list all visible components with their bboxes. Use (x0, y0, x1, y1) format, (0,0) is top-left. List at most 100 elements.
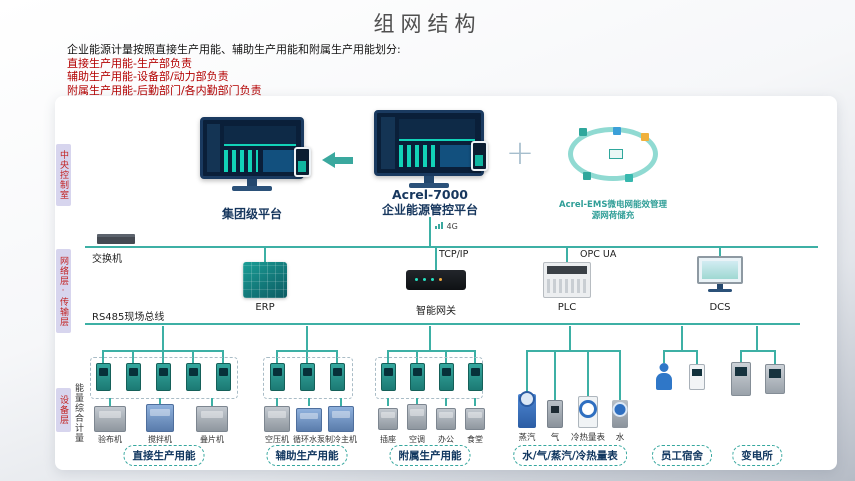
water-meter-icon (612, 400, 628, 428)
plc-drop-line (566, 248, 568, 262)
4g-signal-icon (441, 222, 443, 229)
group5-trunk-line (681, 326, 683, 350)
equipment-label: 循环水泵 (293, 435, 325, 444)
tcpip-label: TCP/IP (437, 249, 471, 260)
group2-label-box: 辅助生产用能 (266, 445, 348, 466)
meter-drop-line (526, 352, 528, 396)
equipment-drop-line (159, 398, 161, 406)
mobile-phone-icon (294, 147, 311, 177)
equipment-label: 叠片机 (200, 435, 224, 444)
group6-trunk-line (756, 326, 758, 350)
erp-label: ERP (255, 302, 275, 313)
ems-microgrid-loop-icon (568, 127, 658, 182)
energy-meter-icon (330, 363, 345, 391)
group5-connector-line (663, 350, 698, 352)
meter-drop-line (663, 352, 665, 363)
equipment-icon-circulating-pump (296, 408, 322, 432)
layer-label-device-layer: 设备层 (56, 388, 71, 432)
equipment-icon-fabric-inspector (94, 406, 126, 432)
ems-label-line1: Acrel-EMS微电网能效管理 (559, 200, 667, 210)
equipment-label: 验布机 (98, 435, 122, 444)
switch-device-icon (97, 234, 135, 244)
monitor-neck (717, 284, 723, 289)
plc-label: PLC (557, 302, 577, 313)
meter-type-label: 蒸汽 (518, 433, 536, 443)
heat-meter-icon (578, 396, 598, 428)
ethernet-bus-line (85, 246, 818, 248)
energy-meter-icon (96, 363, 111, 391)
equipment-label: 空调 (409, 435, 425, 444)
energy-meter-icon (410, 363, 425, 391)
monitor-neck (247, 179, 257, 186)
equipment-icon-air-compressor (264, 406, 290, 432)
equipment-label: 办公 (438, 435, 454, 444)
dcs-label: DCS (709, 302, 731, 313)
loop-node-icon (613, 127, 621, 135)
equipment-icon-stacker (196, 406, 228, 432)
layer-label-central-control-room: 中央控制室 (56, 144, 71, 206)
intro-line-3: 辅助生产用能-设备部/动力部负责 (67, 70, 229, 83)
erp-device-icon (243, 262, 287, 298)
substation-cabinet-icon (765, 364, 785, 394)
equipment-icon-socket (378, 408, 398, 430)
loop-node-icon (625, 174, 633, 182)
meter-type-label: 气 (550, 433, 560, 443)
meter-drop-line (774, 352, 776, 364)
energy-meter-icon (300, 363, 315, 391)
switch-label: 交换机 (92, 254, 122, 265)
gateway-device-icon (406, 270, 466, 290)
equipment-drop-line (308, 398, 310, 406)
group1-trunk-line (162, 326, 164, 350)
meter-drop-line (696, 352, 698, 364)
screen-barchart-graphic (399, 145, 435, 167)
steam-meter-icon (518, 394, 536, 428)
acrel-name-label: 企业能源管控平台 (381, 203, 478, 217)
layer-label-energy-metering: 能量综合计量 (73, 383, 83, 443)
4g-signal-icon (438, 224, 440, 229)
layer-label-network-transport: 网络层·传输层 (56, 249, 71, 333)
meter-drop-line (587, 352, 589, 398)
gateway-label: 智能网关 (416, 306, 456, 317)
meter-drop-line (740, 352, 742, 362)
equipment-drop-line (211, 398, 213, 406)
ems-label-line2: 源网荷储充 (591, 211, 635, 221)
page-title: 组网结构 (373, 12, 482, 36)
energy-meter-icon (468, 363, 483, 391)
equipment-drop-line (445, 398, 447, 406)
equipment-icon-chiller (328, 406, 354, 432)
monitor-base (708, 289, 732, 292)
equipment-label: 插座 (380, 435, 396, 444)
intro-line-1: 企业能源计量按照直接生产用能、辅助生产用能和附属生产用能划分: (67, 43, 401, 56)
equipment-icon-office (436, 408, 456, 430)
4g-tag: 4G (433, 222, 460, 231)
energy-meter-icon (126, 363, 141, 391)
screen-sidebar-graphic (207, 124, 220, 172)
equipment-drop-line (340, 398, 342, 406)
substation-cabinet-icon (731, 362, 751, 396)
group6-label-box: 变电所 (732, 445, 782, 466)
opcua-label: OPC UA (578, 249, 619, 260)
equipment-label: 搅拌机 (148, 435, 172, 444)
group1-connector-line (102, 350, 224, 352)
group-platform-label: 集团级平台 (221, 207, 282, 221)
equipment-drop-line (474, 398, 476, 406)
group1-label-box: 直接生产用能 (123, 445, 205, 466)
screen-panel-graphic (440, 145, 475, 167)
monitor-base (232, 186, 272, 191)
intro-line-4: 附属生产用能-后勤部门/各内勤部门负责 (67, 83, 262, 97)
group2-connector-line (276, 350, 338, 352)
rs485-bus-line (85, 323, 800, 325)
meter-type-label: 水 (615, 433, 625, 443)
equipment-label: 制冷主机 (325, 435, 357, 444)
group3-trunk-line (429, 326, 431, 350)
monitor-base (409, 183, 449, 188)
group3-connector-line (387, 350, 476, 352)
screen-linechart-graphic (399, 119, 475, 141)
equipment-drop-line (387, 398, 389, 406)
screen-panel-graphic (263, 150, 296, 172)
energy-meter-icon (381, 363, 396, 391)
acrel-model-label: Acrel-7000 (392, 187, 468, 202)
dormitory-person-icon (656, 363, 672, 391)
meter-type-label: 冷热量表 (570, 433, 606, 443)
